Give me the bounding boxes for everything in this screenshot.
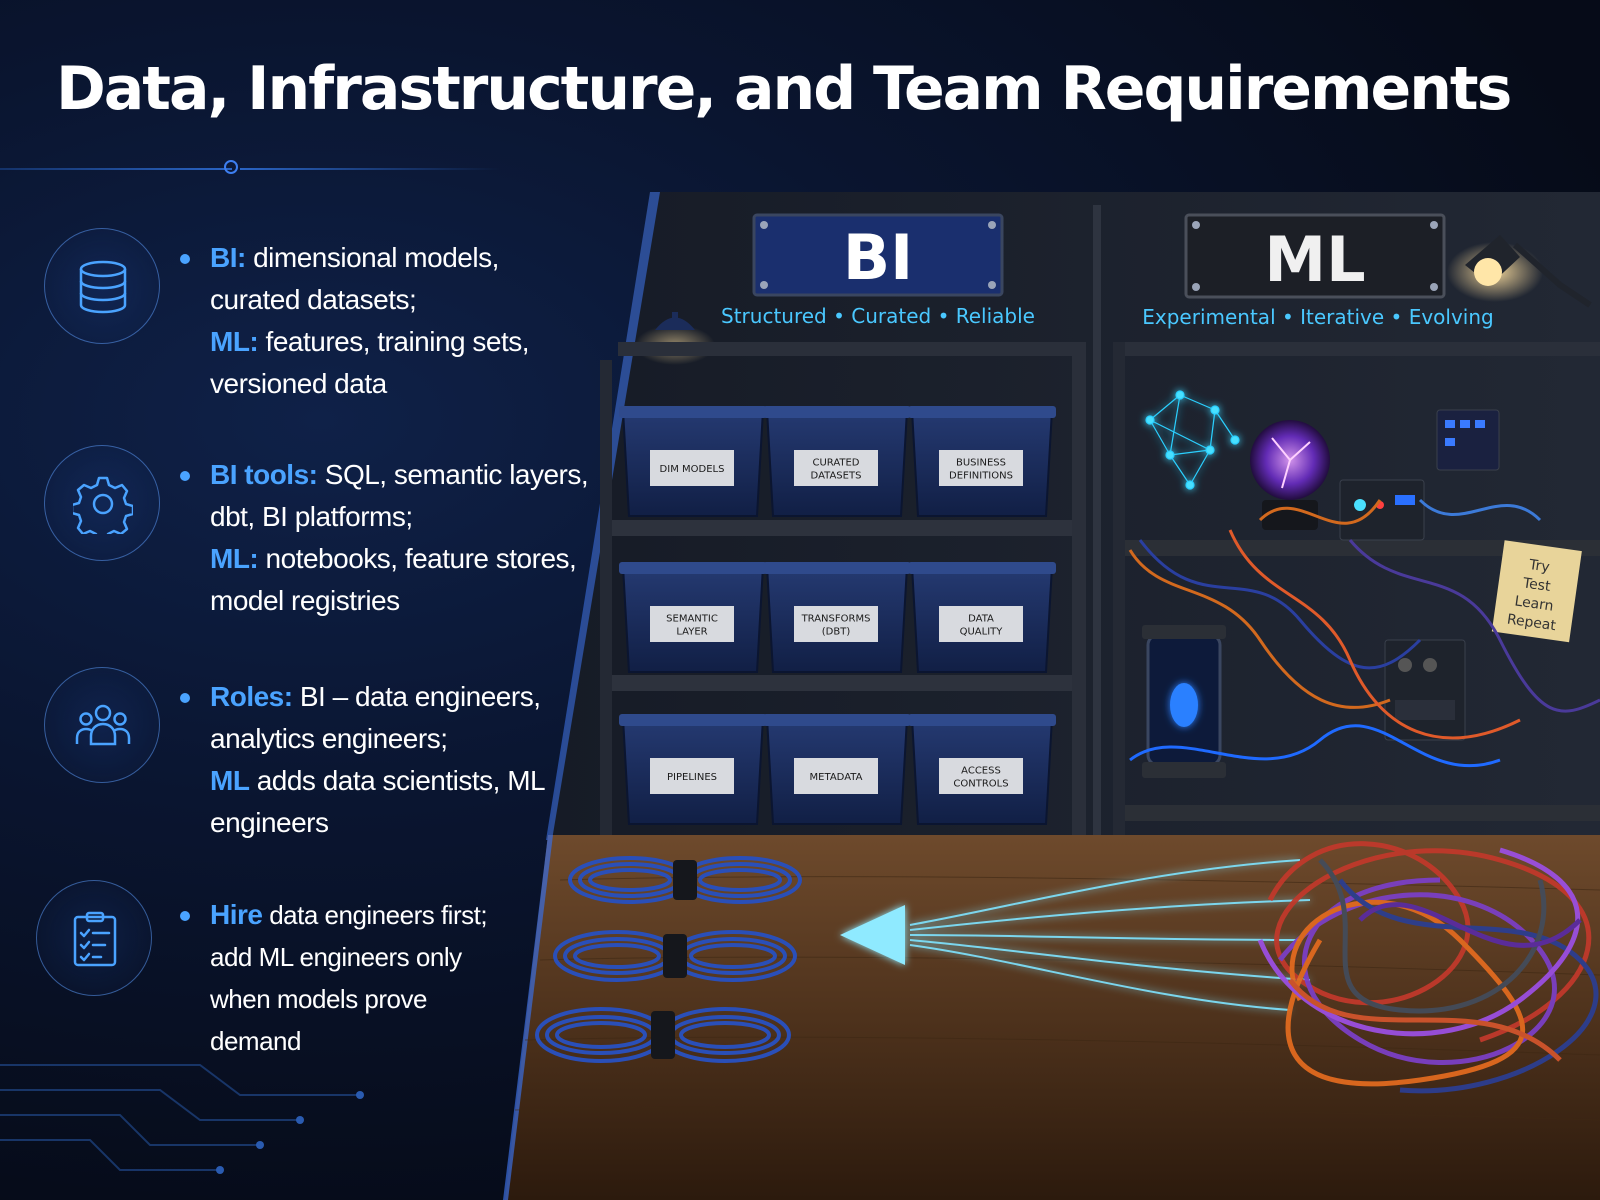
item-body: dimensional models, curated datasets; (210, 242, 499, 315)
item-text: BI: dimensional models, curated datasets… (210, 237, 590, 405)
bi-tagline: Structured • Curated • Reliable (721, 304, 1035, 328)
bin-label-plate (650, 450, 734, 486)
bin-label-plate (650, 758, 734, 794)
database-icon (44, 228, 160, 344)
title-underline-node (224, 160, 238, 174)
item-keyword: ML (210, 765, 250, 796)
tangled-cables (1257, 841, 1599, 1094)
workbench (505, 835, 1600, 1200)
ml-sign-label: ML (1264, 223, 1365, 296)
item-text: Hire data engineers first; add ML engine… (210, 894, 510, 1062)
page-title: Data, Infrastructure, and Team Requireme… (56, 54, 1512, 124)
bullet-dot (180, 911, 190, 921)
bi-sign-label: BI (843, 221, 913, 294)
storage-bin: DIM MODELS (619, 406, 767, 517)
lab-device-icon (1339, 409, 1500, 741)
glass-tube-icon (1142, 625, 1226, 778)
title-underline-fade (240, 168, 500, 170)
bin-label-plate (794, 758, 878, 794)
item-body: features, training sets, versioned data (210, 326, 530, 399)
storage-bin: PIPELINES (619, 714, 767, 825)
checklist-icon (36, 880, 152, 996)
storage-bin: TRANSFORMS(DBT) (763, 562, 911, 673)
bin-label-plate (939, 758, 1023, 794)
bin-label-plate (794, 450, 878, 486)
bullet-dot (180, 254, 190, 264)
sticky-note: TryTestLearnRepeat (1491, 540, 1582, 643)
ml-sign: ML (1184, 213, 1446, 299)
plasma-ball-icon (1250, 420, 1330, 530)
desk-lamp-icon (1447, 235, 1592, 308)
neural-network-icon (1145, 390, 1240, 490)
item-keyword: Hire (210, 899, 263, 930)
item-text: Roles: BI – data engineers, analytics en… (210, 676, 590, 844)
bi-sign: BI (752, 213, 1004, 297)
item-body: notebooks, feature stores, model registr… (210, 543, 577, 616)
item-body: adds data scientists, ML engineers (210, 765, 545, 838)
item-text: BI tools: SQL, semantic layers, dbt, BI … (210, 454, 590, 622)
bin-label-plate (939, 450, 1023, 486)
item-body: BI – data engineers, analytics engineers… (210, 681, 541, 754)
ml-tagline: Experimental • Iterative • Evolving (1142, 305, 1493, 329)
bin-label-plate (939, 606, 1023, 642)
bin-label-plate (650, 606, 734, 642)
bin-label: METADATA (810, 772, 863, 783)
bullet-dot (180, 471, 190, 481)
shelf-cables (1128, 498, 1600, 768)
gear-icon (44, 445, 160, 561)
item-body: data engineers first; add ML engineers o… (210, 900, 488, 1056)
team-icon (44, 667, 160, 783)
item-keyword: BI: (210, 242, 246, 273)
bin-label: PIPELINES (667, 772, 717, 783)
organized-cable-coils (535, 856, 802, 1063)
sticky-note-text: TryTestLearnRepeat (1506, 555, 1565, 634)
title-underline (0, 168, 232, 170)
item-keyword: BI tools: (210, 459, 318, 490)
item-keyword: ML: (210, 543, 259, 574)
storage-bin: METADATA (763, 714, 911, 825)
bin-label-plate (794, 606, 878, 642)
bin-label: DIM MODELS (660, 464, 725, 475)
item-body: SQL, semantic layers, dbt, BI platforms; (210, 459, 589, 532)
bullet-dot (180, 693, 190, 703)
item-keyword: Roles: (210, 681, 293, 712)
bin-label: TRANSFORMS(DBT) (801, 614, 871, 638)
glowing-arrow-icon (840, 859, 1311, 1011)
item-keyword: ML: (210, 326, 259, 357)
bi-shelving (600, 342, 1086, 840)
